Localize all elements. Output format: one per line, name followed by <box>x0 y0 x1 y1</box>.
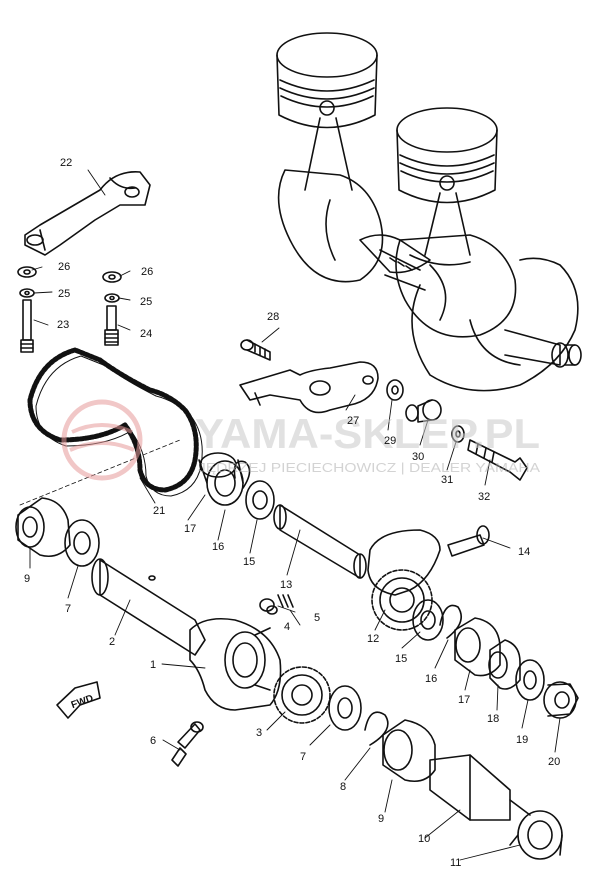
leader-lines <box>29 169 561 861</box>
callout-17-lower: 17 <box>458 694 470 706</box>
watermark-brand: YAMA-SKLEP.PL <box>195 410 540 457</box>
callout-22: 22 <box>60 157 72 169</box>
callout-5: 5 <box>314 612 320 624</box>
callout-27: 27 <box>347 415 359 427</box>
clip-8 <box>364 711 389 746</box>
spring-5 <box>277 594 294 608</box>
callout-32: 32 <box>478 491 490 503</box>
callout-1: 1 <box>150 659 156 671</box>
callout-20: 20 <box>548 756 560 768</box>
tensioner-arm-27 <box>239 361 379 414</box>
clip-16-upper <box>233 460 251 489</box>
sprocket-12 <box>367 529 441 631</box>
callout-24: 24 <box>140 328 152 340</box>
callout-25-right: 25 <box>140 296 152 308</box>
cam-chain-21 <box>27 347 203 497</box>
callout-numbers: 22 26 25 23 26 25 24 28 27 29 30 31 32 2… <box>24 157 560 869</box>
callout-12: 12 <box>367 633 379 645</box>
callout-26-left: 26 <box>58 261 70 273</box>
pin-4 <box>259 598 278 615</box>
callout-3: 3 <box>256 727 262 739</box>
shaft-10 <box>429 754 531 821</box>
callout-15-lower: 15 <box>395 653 407 665</box>
callout-28: 28 <box>267 311 279 323</box>
washer-25-left <box>19 288 35 298</box>
washer-29 <box>386 379 404 401</box>
callout-9-right: 9 <box>378 813 384 825</box>
washer-7-left <box>64 519 100 567</box>
watermark: YAMA-SKLEP.PL JĘDRZEJ PIECIECHOWICZ | DE… <box>61 399 540 481</box>
watermark-logo-icon <box>61 399 143 481</box>
bolt-24 <box>104 305 119 346</box>
washer-25-right <box>104 293 120 303</box>
callout-16-upper: 16 <box>212 541 224 553</box>
washer-26-right <box>102 271 122 283</box>
chain-guide-22 <box>24 171 151 256</box>
callout-6: 6 <box>150 735 156 747</box>
bearing-18 <box>488 639 521 690</box>
callout-26-right: 26 <box>141 266 153 278</box>
callout-31: 31 <box>441 474 453 486</box>
bolt-30 <box>405 399 442 423</box>
callout-18: 18 <box>487 713 499 725</box>
washer-15-upper <box>245 480 275 520</box>
callout-11: 11 <box>450 857 461 869</box>
callout-23: 23 <box>57 319 69 331</box>
watermark-tagline: JĘDRZEJ PIECIECHOWICZ | DEALER YAMAHA <box>198 460 540 475</box>
callout-29: 29 <box>384 435 396 447</box>
callout-7-right: 7 <box>300 751 306 763</box>
callout-17-upper: 17 <box>184 523 196 535</box>
fwd-arrow-icon <box>56 681 101 719</box>
washer-7-right <box>328 685 362 731</box>
callout-13: 13 <box>280 579 292 591</box>
bolt-6 <box>171 721 204 767</box>
callout-9-left: 9 <box>24 573 30 585</box>
callout-4: 4 <box>284 621 290 633</box>
callout-19: 19 <box>516 734 528 746</box>
callout-21: 21 <box>153 505 165 517</box>
callout-15-upper: 15 <box>243 556 255 568</box>
bolt-14 <box>447 525 490 557</box>
callout-8: 8 <box>340 781 346 793</box>
callout-10: 10 <box>418 833 430 845</box>
bearing-17-lower <box>454 617 501 677</box>
bearing-9-left <box>15 497 71 558</box>
bolt-32 <box>467 439 528 481</box>
bearing-9-right <box>382 719 436 783</box>
callout-25-left: 25 <box>58 288 70 300</box>
plug-20 <box>543 681 579 719</box>
bolt-23 <box>20 299 34 353</box>
bolt-28 <box>240 339 271 361</box>
washer-19 <box>515 659 545 701</box>
washer-26-left <box>17 266 37 278</box>
crankshaft-assembly <box>276 32 582 392</box>
cam-holder-1 <box>189 617 282 711</box>
callout-16-lower: 16 <box>425 673 437 685</box>
shaft-2 <box>91 558 206 656</box>
callout-14: 14 <box>518 546 530 558</box>
shaft-13 <box>273 504 367 579</box>
fwd-label: FWD <box>70 693 95 711</box>
washer-31 <box>451 425 465 443</box>
callout-7-left: 7 <box>65 603 71 615</box>
callout-2: 2 <box>109 636 115 648</box>
plug-11 <box>509 810 563 860</box>
callout-30: 30 <box>412 451 424 463</box>
washer-15-lower <box>412 599 444 641</box>
sprocket-3 <box>273 666 331 724</box>
